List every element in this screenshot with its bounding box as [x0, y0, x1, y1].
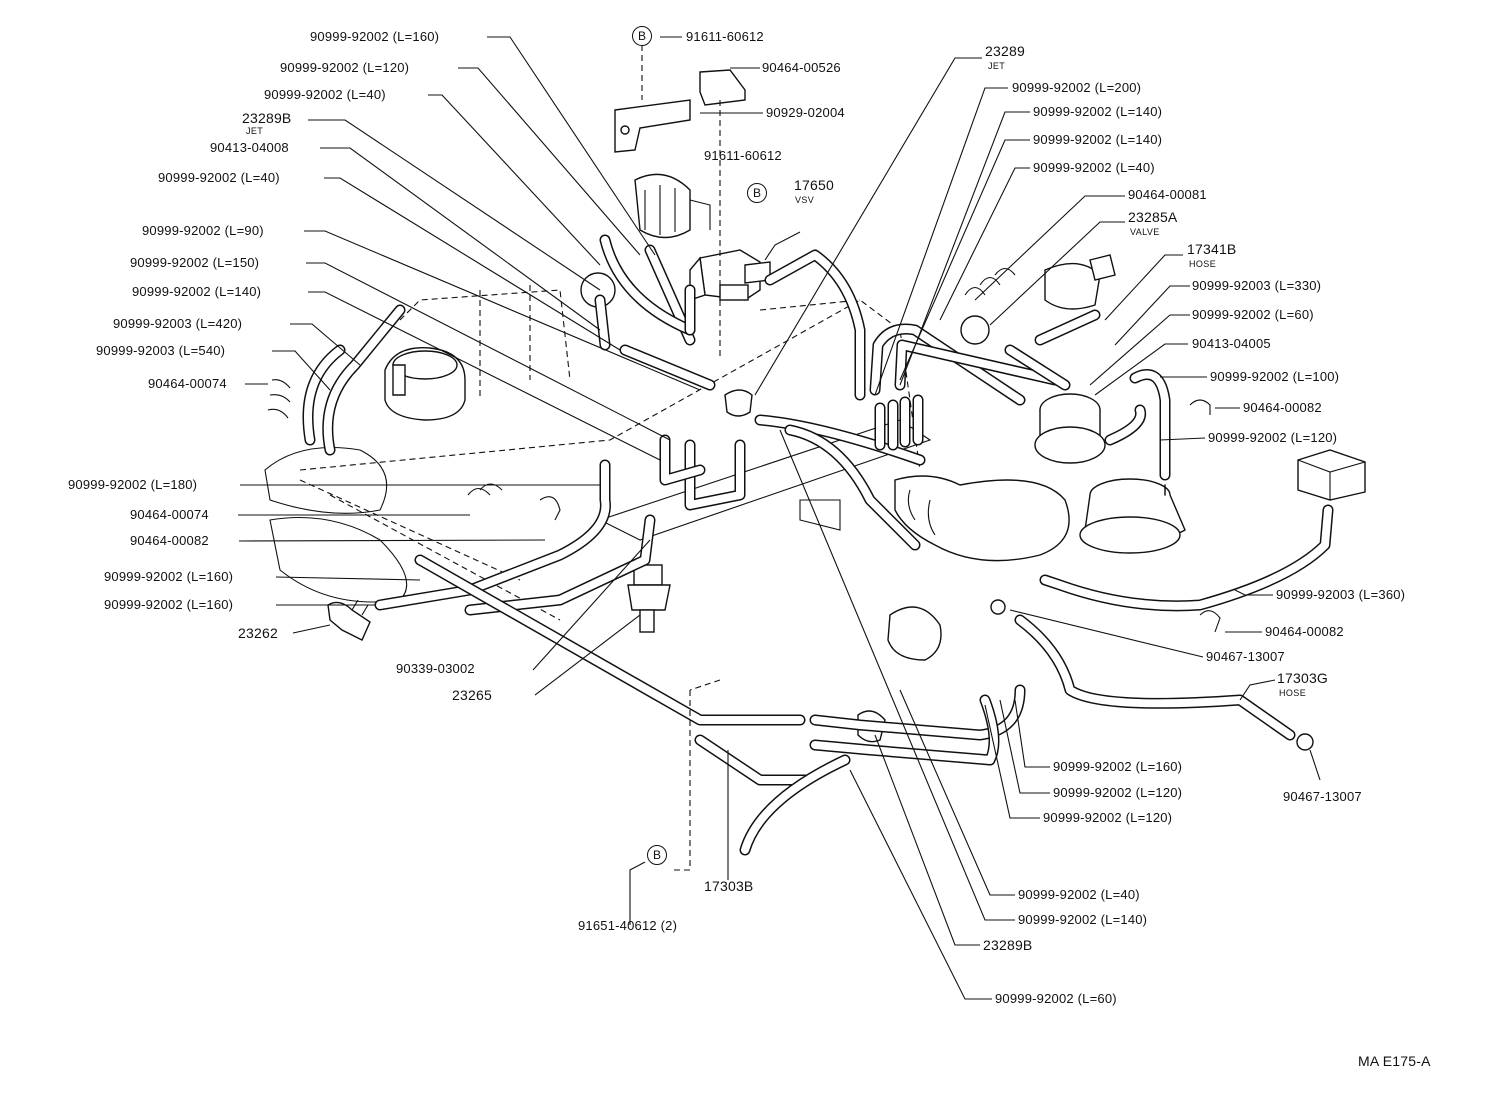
part-label: 90999-92002 (L=90)	[142, 223, 264, 238]
part-label: 90464-00074	[148, 376, 227, 391]
part-label: 90999-92002 (L=150)	[130, 255, 260, 270]
sensor-23265	[627, 564, 671, 633]
jet-icon: JET	[988, 61, 1006, 71]
part-label: 23285A	[1128, 209, 1178, 225]
part-label: 90999-92002 (L=160)	[1053, 759, 1183, 774]
part-label: 90999-92002 (L=40)	[158, 170, 280, 185]
actuator-left	[384, 346, 466, 421]
leader-lines	[238, 36, 1321, 1000]
part-label: 91651-40612 (2)	[578, 918, 678, 933]
reference-b-marker: B	[647, 845, 667, 865]
part-label: 90999-92002 (L=40)	[1018, 887, 1140, 902]
part-label: 90464-00081	[1128, 187, 1207, 202]
valve-23285A	[1044, 254, 1116, 310]
part-label: 90467-13007	[1283, 789, 1362, 804]
bracket-top	[614, 69, 746, 153]
part-label: 91611-60612	[686, 29, 764, 44]
part-label: 90999-92002 (L=200)	[1012, 80, 1142, 95]
part-label: 90999-92002 (L=60)	[1192, 307, 1314, 322]
jet-23289	[724, 389, 753, 417]
part-label: 90464-00074	[130, 507, 209, 522]
part-label: 17650	[794, 177, 834, 193]
part-label: 23289B	[242, 110, 292, 126]
part-label: 90464-00082	[1265, 624, 1344, 639]
engine-outline	[264, 285, 932, 621]
part-label: 90464-00082	[1243, 400, 1322, 415]
part-sublabel: HOSE	[1189, 259, 1217, 269]
part-label: 90999-92002 (L=140)	[1033, 104, 1163, 119]
part-label: 90464-00082	[130, 533, 209, 548]
part-label: 90999-92002 (L=120)	[1043, 810, 1173, 825]
part-label: 90929-02004	[766, 105, 845, 120]
part-label: 90999-92003 (L=360)	[1276, 587, 1406, 602]
part-label: 90467-13007	[1206, 649, 1285, 664]
hose-network	[302, 234, 1334, 856]
part-label: 90999-92002 (L=40)	[1033, 160, 1155, 175]
part-label: 90999-92003 (L=330)	[1192, 278, 1322, 293]
part-label: 90464-00526	[762, 60, 841, 75]
part-label: 90999-92002 (L=60)	[995, 991, 1117, 1006]
part-label: 90413-04005	[1192, 336, 1271, 351]
filter-box-icon	[1297, 449, 1366, 501]
part-label: 90999-92003 (L=540)	[96, 343, 226, 358]
part-label: 90999-92003 (L=420)	[113, 316, 243, 331]
part-label: 91611-60612	[704, 148, 782, 163]
air-filter-housing	[894, 475, 1070, 562]
part-label: 90999-92002 (L=160)	[310, 29, 440, 44]
part-label: 23289	[985, 43, 1025, 59]
valve-cluster-right	[1034, 393, 1186, 554]
reference-b-marker: B	[632, 26, 652, 46]
vsv-icon: VSV	[795, 195, 815, 205]
check-valve-23262	[327, 599, 371, 641]
clamp-icon	[267, 267, 1314, 751]
part-label: 90999-92002 (L=40)	[264, 87, 386, 102]
part-label: 90999-92002 (L=120)	[280, 60, 410, 75]
part-sublabel: HOSE	[1279, 688, 1307, 698]
part-sublabel: JET	[246, 126, 264, 136]
part-label: 90999-92002 (L=140)	[132, 284, 262, 299]
part-label: 23262	[238, 625, 278, 641]
reference-b-marker: B	[747, 183, 767, 203]
part-label: 90999-92002 (L=140)	[1033, 132, 1163, 147]
b-reference-lines	[641, 45, 721, 871]
part-label: 90999-92002 (L=160)	[104, 569, 234, 584]
valve-icon: VALVE	[1130, 227, 1160, 237]
part-label: 90999-92002 (L=120)	[1208, 430, 1338, 445]
part-label: 23265	[452, 687, 492, 703]
part-label: 90413-04008	[210, 140, 289, 155]
part-label: 23289B	[983, 937, 1033, 953]
part-label: 90999-92002 (L=160)	[104, 597, 234, 612]
part-label: 90999-92002 (L=180)	[68, 477, 198, 492]
part-label: 17341B	[1187, 241, 1237, 257]
part-label: 17303B	[704, 878, 754, 894]
part-label: 17303G	[1277, 670, 1329, 686]
part-label: 90999-92002 (L=140)	[1018, 912, 1148, 927]
canister-top	[634, 173, 711, 239]
part-label: 90339-03002	[396, 661, 475, 676]
vsv-assembly	[689, 249, 771, 301]
part-label: 90999-92002 (L=120)	[1053, 785, 1183, 800]
figure-code: MA E175-A	[1358, 1053, 1431, 1069]
part-label: 90999-92002 (L=100)	[1210, 369, 1340, 384]
